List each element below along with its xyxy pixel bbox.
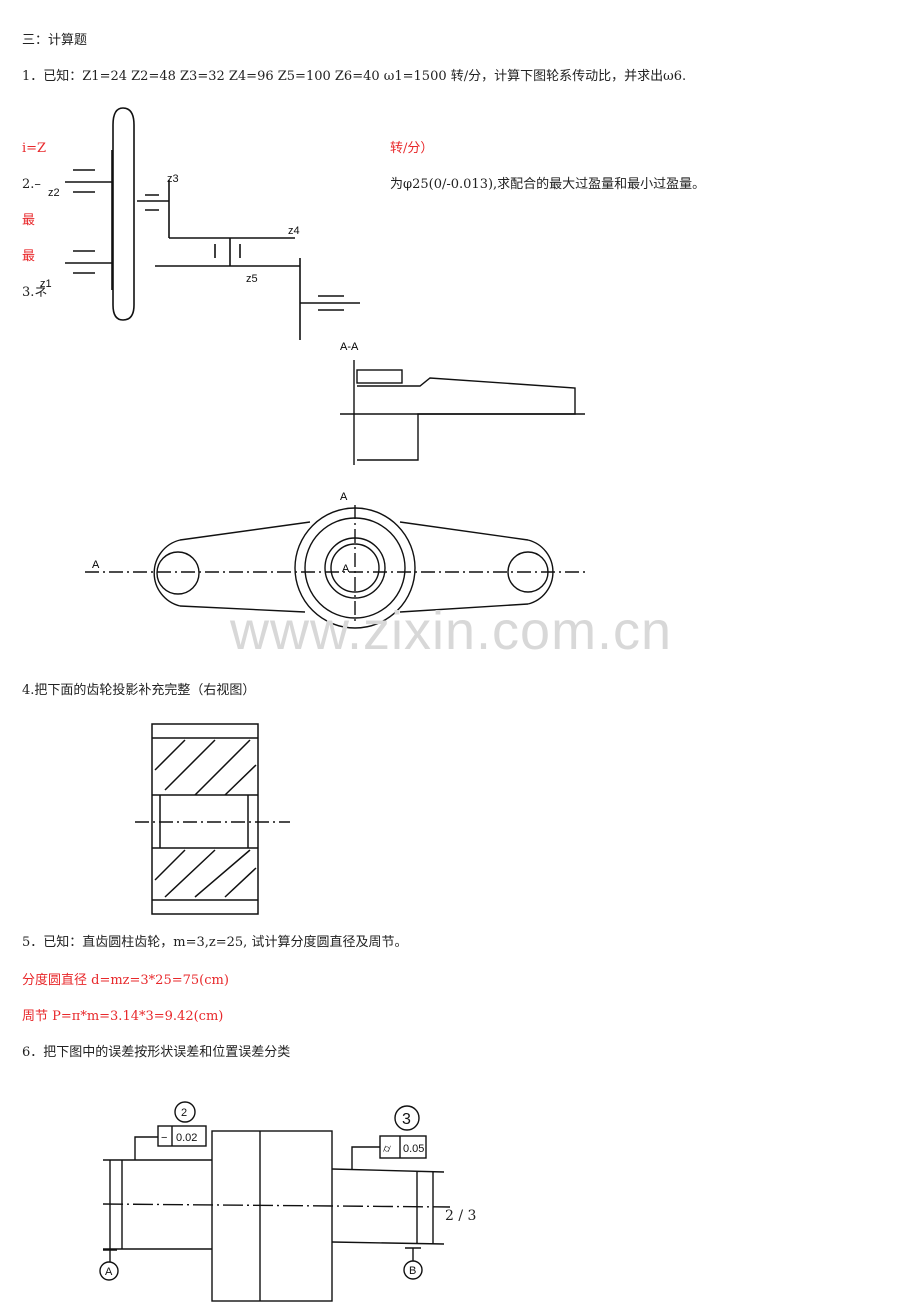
section-heading: 三：计算题 xyxy=(22,33,88,48)
callout-symbol-cylindricity: ⌭ xyxy=(383,1143,391,1155)
view-label-left: A xyxy=(92,559,100,571)
label-z2: z2 xyxy=(48,187,60,199)
question-2-text: 为φ25(0/-0.013),求配合的最大过盈量和最小过盈量。 xyxy=(390,177,706,192)
callout-number-3: 3 xyxy=(402,1111,411,1128)
shaft-tolerance-drawing xyxy=(99,1101,451,1302)
question-1-text: 1．已知：Z1=24 Z2=48 Z3=32 Z4=96 Z5=100 Z6=4… xyxy=(22,69,687,84)
view-label-center: A xyxy=(342,563,350,575)
question-2-prefix: 2.– xyxy=(22,177,41,192)
question-4-text: 4.把下面的齿轮投影补充完整（右视图） xyxy=(22,683,256,698)
datum-b: B xyxy=(409,1265,416,1277)
question-1-answer: i=Z xyxy=(22,141,47,156)
question-6-text: 6．把下图中的误差按形状误差和位置误差分类 xyxy=(22,1045,291,1060)
view-label-top: A xyxy=(340,491,348,503)
label-z3: z3 xyxy=(167,173,179,185)
callout-number-2: 2 xyxy=(181,1107,187,1119)
page-number: 2 / 3 xyxy=(445,1208,477,1224)
section-label: A-A xyxy=(340,341,359,353)
callout-value-3: 0.05 xyxy=(403,1143,424,1155)
question-3-prefix: 3.ネ xyxy=(22,285,48,300)
label-z5: z5 xyxy=(246,273,258,285)
question-5-answer-pitch: 周节 P=π*m=3.14*3=9.42(cm) xyxy=(22,1009,224,1024)
section-view-drawing xyxy=(340,360,585,465)
question-5-text: 5．已知：直齿圆柱齿轮，m=3,z=25, 试计算分度圆直径及周节。 xyxy=(22,935,408,950)
label-z4: z4 xyxy=(288,225,300,237)
question-2-answer-min: 最 xyxy=(22,249,36,264)
callout-value-2: 0.02 xyxy=(176,1132,197,1144)
question-1-answer-unit: 转/分） xyxy=(390,141,434,156)
question-2-answer-max: 最 xyxy=(22,213,36,228)
gear-section-drawing xyxy=(135,723,290,915)
callout-symbol-straightness: − xyxy=(161,1132,167,1144)
datum-a: A xyxy=(105,1266,113,1278)
question-5-answer-diameter: 分度圆直径 d=mz=3*25=75(cm) xyxy=(22,973,229,988)
watermark: www.zixin.com.cn xyxy=(230,601,673,661)
